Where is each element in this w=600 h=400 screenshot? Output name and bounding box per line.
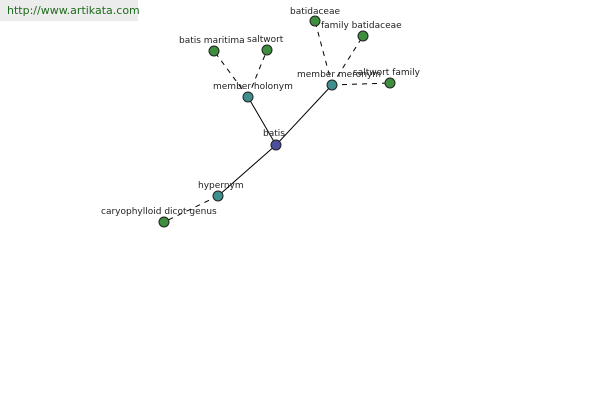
node-member-meronym[interactable]: [326, 79, 338, 91]
node-label-saltwort[interactable]: saltwort: [247, 35, 284, 45]
node-label-family-batidaceae[interactable]: family batidaceae: [321, 21, 402, 31]
node-member-holonym[interactable]: [242, 91, 254, 103]
edges-layer: [163, 20, 391, 223]
site-watermark[interactable]: http://www.artikata.com: [0, 0, 140, 21]
edge-batis-to-member-meronym: [275, 84, 333, 146]
edge-member-meronym-to-saltwort-family: [331, 82, 391, 86]
nodes-layer: [158, 15, 396, 228]
node-label-member-meronym[interactable]: member meronym: [297, 70, 381, 80]
node-label-member-holonym[interactable]: member holonym: [213, 82, 293, 92]
node-label-caryophylloid-dicot-genus[interactable]: caryophylloid dicot genus: [101, 207, 217, 217]
node-saltwort[interactable]: [261, 44, 273, 56]
node-label-batidaceae[interactable]: batidaceae: [290, 7, 340, 17]
node-batis[interactable]: [270, 139, 282, 151]
node-label-saltwort-family[interactable]: saltwort family: [353, 68, 421, 78]
labels-layer: batis member holonym member meronym hyperny…: [101, 7, 421, 217]
edge-member-meronym-to-batidaceae: [314, 20, 333, 86]
edge-batis-to-member-holonym: [247, 96, 277, 146]
node-label-batis-maritima[interactable]: batis maritima: [179, 36, 245, 46]
node-batis-maritima[interactable]: [208, 45, 220, 57]
node-label-batis[interactable]: batis: [263, 129, 285, 139]
node-saltwort-family[interactable]: [384, 77, 396, 89]
node-batidaceae[interactable]: [309, 15, 321, 27]
node-caryophylloid-dicot-genus[interactable]: [158, 216, 170, 228]
node-family-batidaceae[interactable]: [357, 30, 369, 42]
edge-batis-to-hypernym: [217, 144, 277, 197]
node-hypernym[interactable]: [212, 190, 224, 202]
edge-member-holonym-to-saltwort: [247, 49, 268, 98]
node-label-hypernym[interactable]: hypernym: [198, 181, 244, 191]
